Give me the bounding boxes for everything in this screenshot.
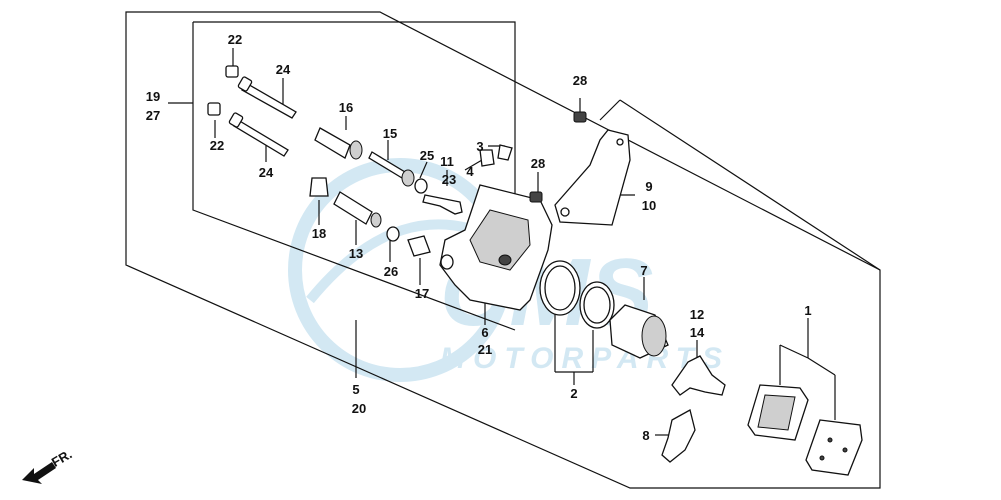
callout-23: 23 — [442, 172, 456, 187]
callout-1: 1 — [804, 303, 811, 318]
callout-27: 27 — [146, 108, 160, 123]
callout-2: 2 — [570, 386, 577, 401]
front-arrow-icon — [22, 462, 56, 484]
callout-12: 12 — [690, 307, 704, 322]
piston — [609, 304, 669, 359]
callout-22-lower: 22 — [210, 138, 224, 153]
callout-20: 20 — [352, 401, 366, 416]
callout-9: 9 — [645, 179, 652, 194]
caliper-bracket — [529, 111, 631, 226]
brake-pad-2 — [805, 419, 863, 476]
callout-28-lower: 28 — [531, 156, 545, 171]
outline-pad-set — [599, 99, 881, 271]
pin-cap-upper — [225, 65, 239, 78]
bolt-28-lower — [529, 191, 543, 203]
callout-14: 14 — [690, 325, 705, 340]
seal-26 — [386, 226, 400, 242]
callout-7: 7 — [640, 263, 647, 278]
callout-10: 10 — [642, 198, 656, 213]
callout-3: 3 — [476, 139, 483, 154]
front-direction-indicator: FR. — [22, 446, 75, 484]
callout-11: 11 — [440, 154, 454, 169]
pin-bolts — [207, 65, 297, 157]
callout-22-upper: 22 — [228, 32, 242, 47]
sleeve-18 — [309, 177, 329, 197]
callout-16: 16 — [339, 100, 353, 115]
callout-24-upper: 24 — [276, 62, 291, 77]
callout-8: 8 — [642, 428, 649, 443]
callout-5: 5 — [352, 382, 359, 397]
callout-21: 21 — [478, 342, 492, 357]
pad-spring — [671, 355, 726, 396]
outline-caliper-assembly — [125, 11, 881, 489]
leader-lines — [168, 48, 836, 436]
watermark-sub: MOTORPARTS — [440, 342, 730, 375]
sleeve-16 — [314, 127, 351, 159]
cap-4 — [479, 149, 495, 167]
callout-4: 4 — [466, 164, 474, 179]
bleeder-3 — [497, 144, 513, 161]
pin-cap-lower — [207, 102, 221, 116]
seal-25 — [414, 178, 428, 194]
pin-13 — [333, 191, 373, 225]
bracket-9 — [554, 129, 631, 226]
callout-18: 18 — [312, 226, 326, 241]
seals — [386, 178, 431, 257]
piston-seals — [539, 260, 615, 329]
bracket-23 — [422, 194, 463, 215]
callout-24-lower: 24 — [259, 165, 274, 180]
caliper-sleeves — [309, 127, 415, 228]
callout-13: 13 — [349, 246, 363, 261]
outline-pin-set — [192, 21, 516, 331]
bleeder-parts — [422, 144, 513, 215]
callout-labels: 1 2 3 4 5 6 7 8 9 10 11 12 13 14 15 16 1… — [146, 32, 812, 443]
callout-15: 15 — [383, 126, 397, 141]
pin-bolt-lower — [233, 119, 289, 157]
callout-17: 17 — [415, 286, 429, 301]
bolt-28-upper — [573, 111, 587, 123]
pad-shim — [661, 409, 696, 463]
callout-19: 19 — [146, 89, 160, 104]
callout-26: 26 — [384, 264, 398, 279]
callout-6: 6 — [481, 325, 488, 340]
brake-pads — [747, 384, 863, 476]
callout-25: 25 — [420, 148, 434, 163]
callout-28-upper: 28 — [573, 73, 587, 88]
caliper-body — [439, 184, 553, 311]
pin-bolt-upper — [241, 82, 297, 119]
boot-17 — [407, 235, 431, 257]
